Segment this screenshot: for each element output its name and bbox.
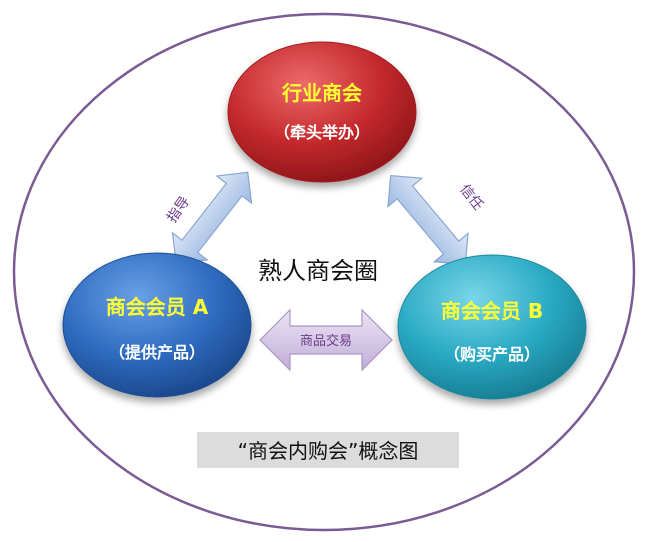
arrow-label-trade: 商品交易 (300, 333, 352, 349)
node-right-title: 商会会员 B (441, 299, 543, 323)
outer-circle (12, 12, 636, 532)
arrow-label-trust: 信任 (456, 182, 486, 214)
node-top-title: 行业商会 (281, 81, 362, 105)
node-top-subtitle: （牵头举办） (274, 123, 370, 142)
node-top-ellipse (227, 41, 417, 183)
node-industry-chamber (227, 41, 417, 183)
center-label: 熟人商会圈 (258, 257, 378, 285)
node-right-ellipse (397, 254, 587, 400)
double-arrow-shape (259, 308, 393, 372)
node-member-b (397, 254, 587, 400)
node-left-title: 商会会员 A (106, 295, 209, 319)
node-left-subtitle: （提供产品） (109, 343, 205, 362)
caption-background (197, 432, 459, 468)
double-arrow-shape (171, 171, 253, 265)
caption-text: “商会内购会”概念图 (238, 439, 419, 463)
node-member-a (62, 252, 252, 398)
node-right-subtitle: （购买产品） (444, 345, 540, 364)
arrow-bottom: 商品交易 (259, 308, 393, 372)
arrow-top-left (171, 171, 253, 265)
arrow-label-guidance: 指导 (164, 194, 193, 226)
node-left-ellipse (62, 252, 252, 398)
